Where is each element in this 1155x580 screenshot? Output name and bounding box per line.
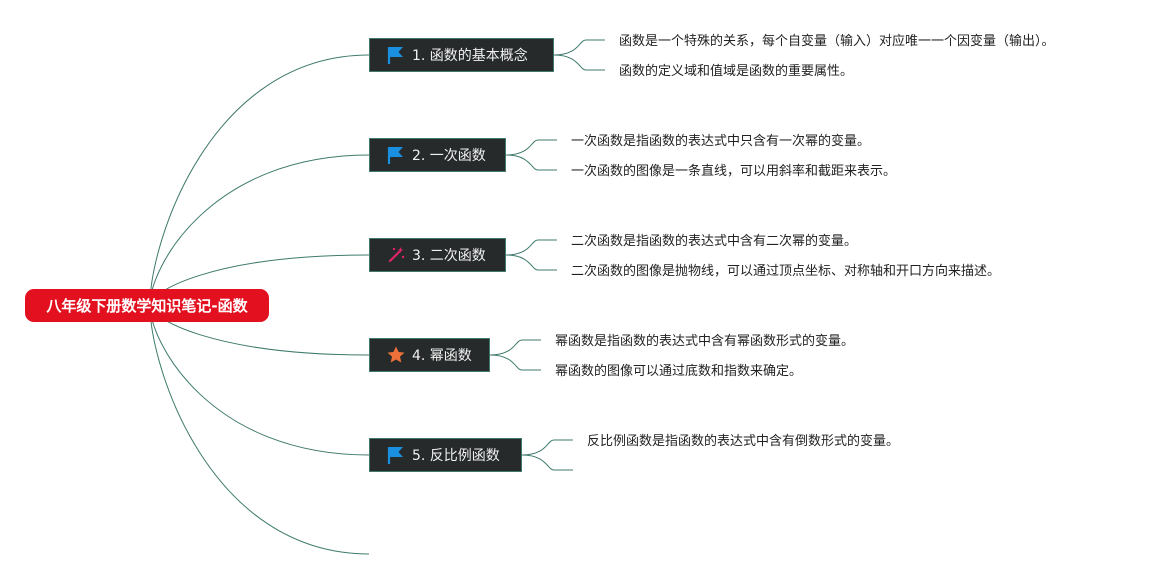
topic-3[interactable]: 3. 二次函数 — [369, 238, 506, 272]
flag-icon — [386, 45, 406, 65]
topic-5-link-1 — [521, 439, 573, 456]
star-icon — [386, 345, 406, 365]
note-4-1[interactable]: 幂函数是指函数的表达式中含有幂函数形式的变量。 — [555, 334, 855, 349]
topic-1-link-2 — [553, 54, 605, 71]
topic-1-link-1 — [553, 39, 605, 56]
topic-label: 2. 一次函数 — [412, 148, 486, 164]
topic-label: 3. 二次函数 — [412, 248, 486, 264]
flag-icon — [386, 145, 406, 165]
topic-label: 1. 函数的基本概念 — [412, 48, 528, 64]
topic-4-link-2 — [489, 354, 541, 371]
topic-4-link-1 — [489, 339, 541, 356]
note-1-1[interactable]: 函数是一个特殊的关系，每个自变量（输入）对应唯一一个因变量（输出）。 — [619, 34, 1055, 49]
root-link-1 — [149, 54, 370, 306]
note-3-1[interactable]: 二次函数是指函数的表达式中含有二次幂的变量。 — [571, 234, 858, 249]
topic-3-link-2 — [505, 254, 557, 271]
topic-5-link-2 — [521, 454, 573, 471]
root-link-5 — [149, 304, 370, 456]
root-link-2 — [149, 154, 370, 306]
root-topic-label: 八年级下册数学知识笔记-函数 — [46, 297, 248, 315]
note-1-2[interactable]: 函数的定义域和值域是函数的重要属性。 — [619, 64, 854, 79]
topic-2[interactable]: 2. 一次函数 — [369, 138, 506, 172]
root-topic[interactable]: 八年级下册数学知识笔记-函数 — [25, 289, 269, 322]
root-link-6 — [149, 304, 370, 555]
flag-icon — [386, 445, 406, 465]
topic-label: 4. 幂函数 — [412, 348, 472, 364]
topic-2-link-1 — [505, 139, 557, 156]
note-2-2[interactable]: 一次函数的图像是一条直线，可以用斜率和截距来表示。 — [571, 164, 897, 179]
topic-3-link-1 — [505, 239, 557, 256]
note-4-2[interactable]: 幂函数的图像可以通过底数和指数来确定。 — [555, 364, 803, 379]
topic-5[interactable]: 5. 反比例函数 — [369, 438, 522, 472]
topic-label: 5. 反比例函数 — [412, 448, 500, 464]
note-2-1[interactable]: 一次函数是指函数的表达式中只含有一次幂的变量。 — [571, 134, 871, 149]
note-3-2[interactable]: 二次函数的图像是抛物线，可以通过顶点坐标、对称轴和开口方向来描述。 — [571, 264, 1001, 279]
topic-1[interactable]: 1. 函数的基本概念 — [369, 38, 554, 72]
note-5-1[interactable]: 反比例函数是指函数的表达式中含有倒数形式的变量。 — [587, 434, 900, 449]
topic-2-link-2 — [505, 154, 557, 171]
magic-wand-icon — [386, 245, 406, 265]
topic-4[interactable]: 4. 幂函数 — [369, 338, 490, 372]
